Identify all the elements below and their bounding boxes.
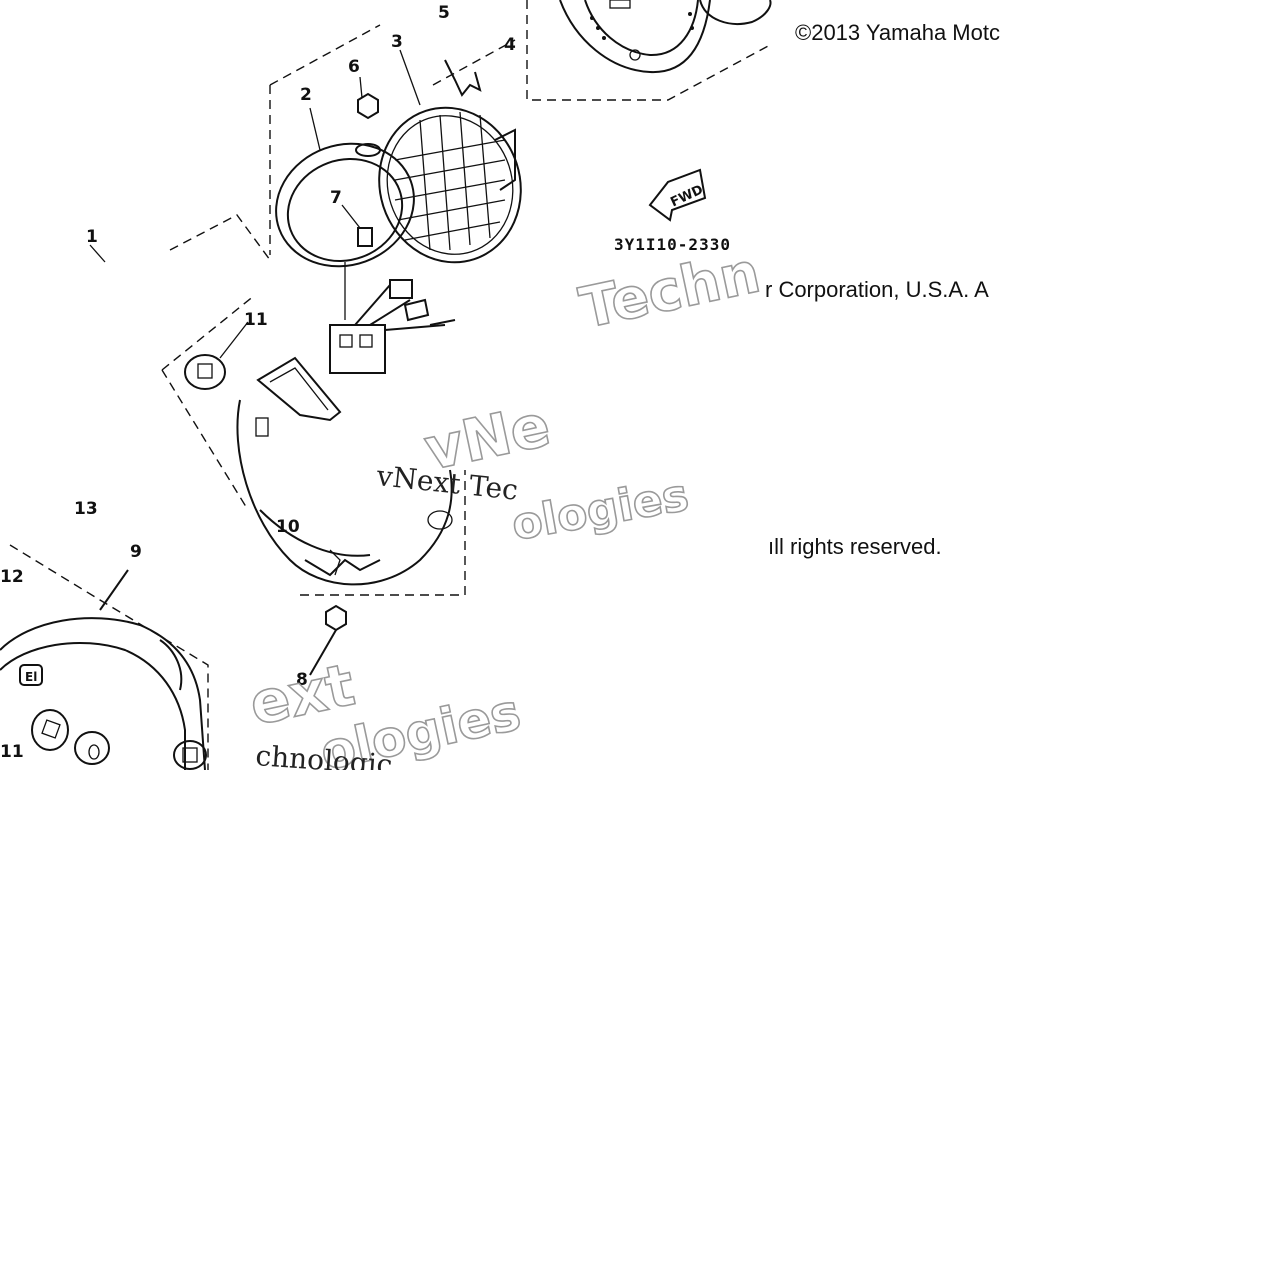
watermark-vne: vNe: [419, 391, 556, 484]
callout-13: 13: [74, 499, 98, 519]
callout-12: 12: [0, 567, 24, 587]
callout-8: 8: [296, 670, 308, 690]
meter-assembly: El: [0, 544, 209, 771]
callout-5: 5: [438, 3, 450, 23]
copyright-line-1: ©2013 Yamaha Motc: [795, 20, 1000, 45]
top-right-fragment: [526, 0, 772, 101]
callout-11: 11: [244, 310, 268, 330]
callout-10: 10: [276, 517, 300, 537]
callout-4: 4: [504, 35, 516, 55]
svg-text:El: El: [25, 670, 37, 684]
watermark-techn: Techn: [574, 240, 765, 341]
headlight-case: [161, 214, 466, 596]
copyright-line-2: r Corporation, U.S.A. A: [765, 277, 989, 302]
callout-2: 2: [300, 85, 312, 105]
callout-1: 1: [86, 227, 98, 247]
callout-7: 7: [330, 188, 342, 208]
drawing-code: 3Y1I10-2330: [614, 235, 731, 254]
watermark-ologies: ologies: [508, 470, 692, 551]
screw-part: [309, 604, 347, 676]
callout-9: 9: [130, 542, 142, 562]
fwd-arrow-icon: FWD: [648, 168, 707, 222]
callout-6: 6: [348, 57, 360, 77]
copyright-line-3: ıll rights reserved.: [768, 534, 942, 559]
direction-label: FWD: [668, 182, 705, 210]
callout-11-lower: 11: [0, 742, 24, 762]
headlight-assembly: [269, 24, 522, 374]
callout-3: 3: [391, 32, 403, 52]
